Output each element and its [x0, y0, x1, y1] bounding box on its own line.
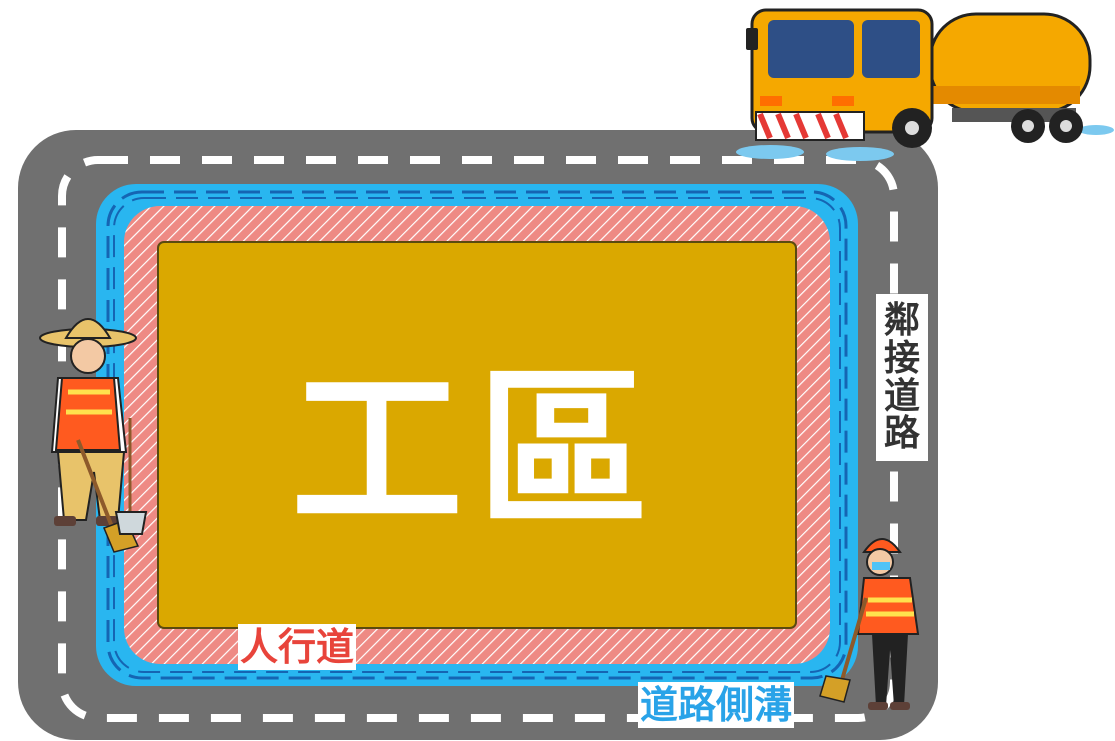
- worker-helmet-icon: [819, 538, 920, 710]
- sweeper-truck-icon: [736, 8, 1114, 161]
- work-area-label: 工區: [291, 350, 663, 551]
- work-area-block: [157, 241, 797, 629]
- sidewalk-label: 人行道: [238, 624, 357, 670]
- roadside-drain-label: 道路側溝: [638, 682, 795, 728]
- worker-straw-hat-icon: [39, 318, 148, 553]
- adjacent-road-label: 鄰接道路: [876, 294, 928, 462]
